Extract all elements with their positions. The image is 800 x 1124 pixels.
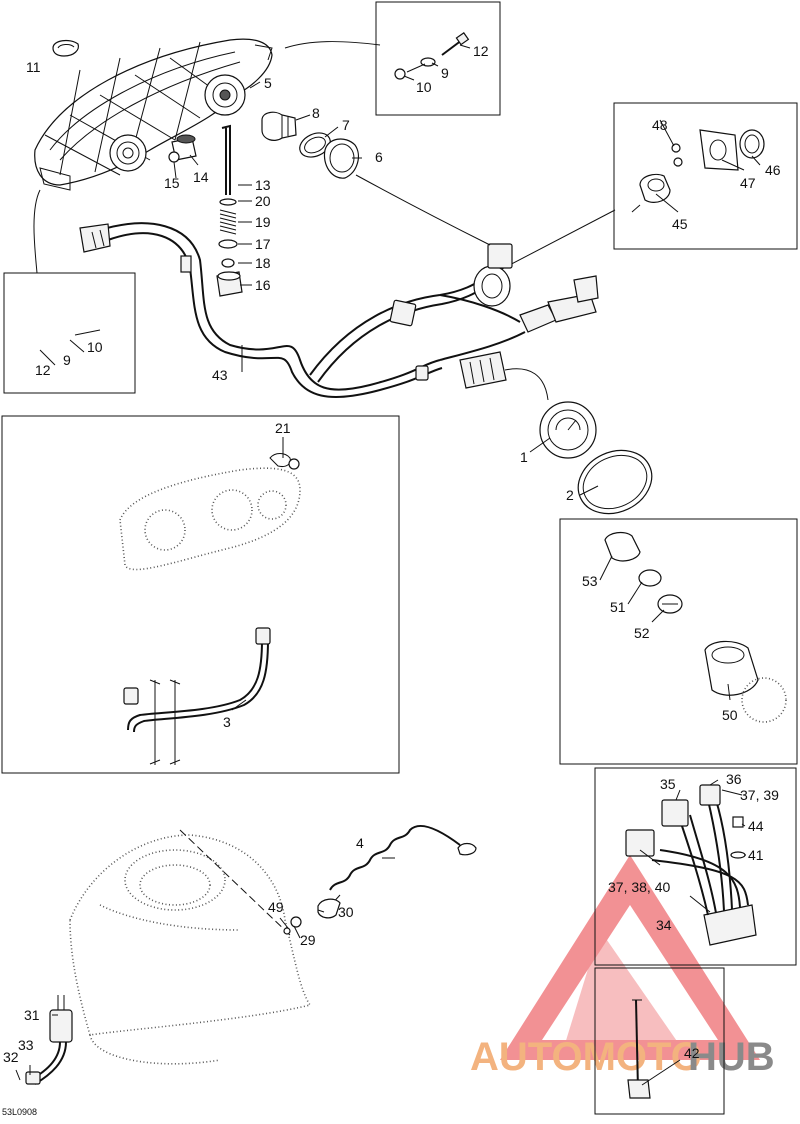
regulator-assembly (625, 784, 757, 946)
callout-21: 21 (275, 420, 291, 436)
callout-7: 7 (342, 117, 350, 133)
clip-part-11 (52, 39, 79, 57)
callout-9-left: 9 (63, 352, 71, 368)
inset-box-regulator (594, 767, 797, 966)
callout-49: 49 (268, 899, 284, 915)
callout-45: 45 (672, 216, 688, 232)
callout-10-left: 10 (87, 339, 103, 355)
callout-14: 14 (193, 169, 209, 185)
callout-37-38-40: 37, 38, 40 (608, 879, 670, 895)
callout-10-top: 10 (416, 79, 432, 95)
callout-53: 53 (582, 573, 598, 589)
callout-8: 8 (312, 105, 320, 121)
callout-18: 18 (255, 255, 271, 271)
callout-2: 2 (566, 487, 574, 503)
watermark-triangle (500, 855, 760, 1060)
callout-34: 34 (656, 917, 672, 933)
callout-6: 6 (375, 149, 383, 165)
gauge-harness-3 (123, 627, 271, 765)
watermark-text-a: AUTOMOTO (470, 1035, 702, 1079)
inset-box-socket (613, 102, 798, 250)
callout-32: 32 (3, 1049, 19, 1065)
inset-box-gauge-cluster (1, 415, 400, 774)
gauge-and-ring (539, 401, 653, 515)
callout-12-top: 12 (473, 43, 489, 59)
callout-31: 31 (24, 1007, 40, 1023)
callout-15: 15 (164, 175, 180, 191)
diagram-code: 53L0908 (2, 1107, 37, 1117)
callout-51: 51 (610, 599, 626, 615)
callout-50: 50 (722, 707, 738, 723)
callout-11: 11 (26, 59, 41, 75)
grommet-14-nut-15 (168, 134, 197, 163)
callout-9-top: 9 (441, 65, 449, 81)
inset-box-lower-fasteners (3, 272, 136, 394)
callout-19: 19 (255, 214, 271, 230)
callout-35: 35 (660, 776, 676, 792)
callout-48: 48 (652, 117, 668, 133)
coiled-cord-4 (283, 825, 477, 935)
callout-1: 1 (520, 449, 528, 465)
callout-12-left: 12 (35, 362, 51, 378)
callout-37-39: 37, 39 (740, 787, 779, 803)
main-wiring-harness (33, 41, 616, 401)
instrument-housing-outline (69, 829, 312, 1065)
bulb-ring-boot (261, 111, 359, 179)
callout-16: 16 (255, 277, 271, 293)
watermark-text-b: HUB (688, 1035, 775, 1079)
callout-20: 20 (255, 193, 271, 209)
watermark (500, 855, 760, 1060)
callout-43: 43 (212, 367, 228, 383)
inset-box-sensor (594, 967, 725, 1115)
callout-17: 17 (255, 236, 271, 252)
socket-assembly (631, 129, 765, 213)
inset-box-headlamp-fasteners (375, 1, 501, 116)
sensor-42 (627, 999, 651, 1099)
callout-5: 5 (264, 75, 272, 91)
leader-lines (15, 44, 761, 1086)
callout-labels: 5 6 7 8 9 9 10 10 11 12 12 13 14 15 16 1… (2, 43, 781, 1117)
callout-52: 52 (634, 625, 650, 641)
ignition-switch-assembly (604, 531, 787, 723)
fasteners-top (394, 32, 470, 80)
watermark-triangle-inner (560, 930, 690, 1060)
adjuster-stack (216, 124, 243, 297)
callout-4: 4 (356, 835, 364, 851)
callout-33: 33 (18, 1037, 34, 1053)
gauge-cluster-outline (119, 453, 301, 571)
callout-13: 13 (255, 177, 271, 193)
callout-44: 44 (748, 818, 764, 834)
callout-29: 29 (300, 932, 316, 948)
callout-36: 36 (726, 771, 742, 787)
callout-46: 46 (765, 162, 781, 178)
inset-box-ignition (559, 518, 798, 765)
callout-41: 41 (748, 847, 764, 863)
callout-3: 3 (223, 714, 231, 730)
headlamp-housing (34, 38, 273, 191)
callout-42: 42 (684, 1045, 700, 1061)
callout-30: 30 (338, 904, 354, 920)
callout-47: 47 (740, 175, 756, 191)
